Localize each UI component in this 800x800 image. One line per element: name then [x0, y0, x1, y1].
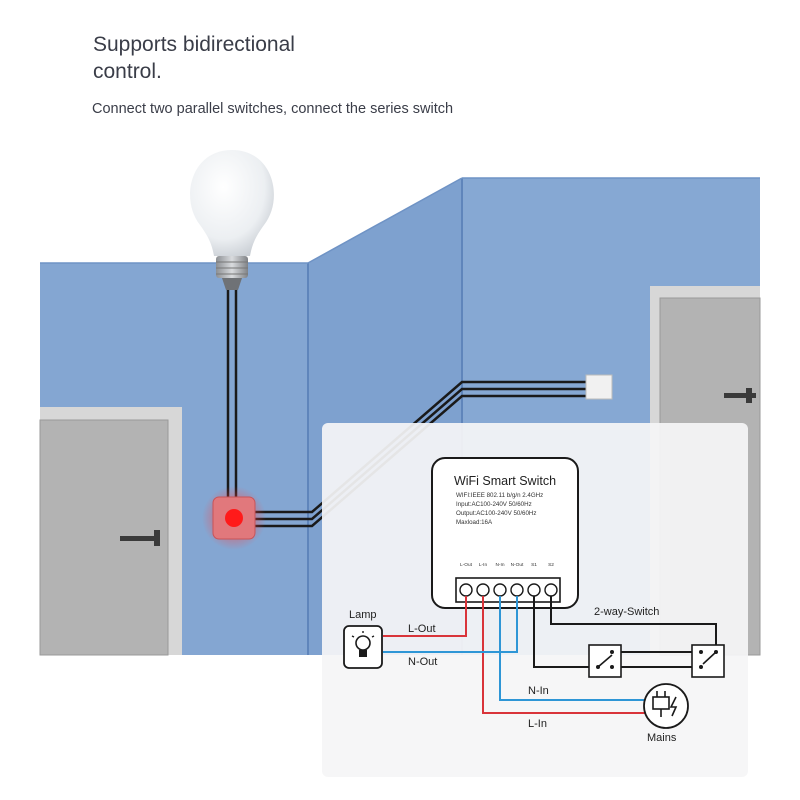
n-out-label: N-Out — [408, 656, 437, 668]
headline-line-1: Supports bidirectional — [93, 33, 295, 56]
left-door-handle — [120, 536, 158, 541]
n-in-wire — [499, 596, 650, 701]
two-way-switch-icon — [691, 644, 725, 678]
right-door-handle — [724, 393, 756, 398]
s2-wire — [550, 596, 717, 648]
terminal-label: L-In — [479, 562, 488, 568]
device-spec: Input:AC100-240V 50/60Hz — [456, 501, 532, 508]
mains-plug-icon — [643, 683, 689, 729]
terminal-block — [455, 577, 561, 603]
lamp-icon — [343, 625, 383, 669]
headline: Supports bidirectional control. — [93, 31, 295, 85]
device-spec: Output:AC100-240V 50/60Hz — [456, 510, 537, 517]
light-bulb-icon — [190, 150, 274, 290]
subheading: Connect two parallel switches, connect t… — [92, 101, 454, 117]
l-in-label: L-In — [528, 718, 547, 730]
lamp-label: Lamp — [349, 609, 377, 621]
left-door — [39, 407, 182, 656]
headline-line-2: control. — [93, 60, 162, 83]
terminal-label: L-Out — [460, 562, 473, 568]
smart-switch-indicator — [202, 486, 266, 550]
wall-junction-box — [585, 374, 613, 400]
terminal-label: S1 — [531, 562, 537, 568]
l-in-wire — [482, 596, 650, 714]
l-out-label: L-Out — [408, 623, 436, 635]
n-out-wire — [383, 596, 518, 653]
terminal-label: N-Out — [511, 562, 524, 568]
two-way-switch-icon — [588, 644, 622, 678]
n-in-label: N-In — [528, 685, 549, 697]
device-spec: Maxload:16A — [456, 519, 493, 526]
mains-label: Mains — [647, 732, 677, 744]
device-title: WiFi Smart Switch — [454, 474, 556, 488]
device-spec: WIFI:IEEE 802.11 b/g/n 2.4GHz — [456, 492, 543, 499]
switch-label: 2-way-Switch — [594, 606, 659, 618]
smart-switch-module: WiFi Smart Switch WIFI:IEEE 802.11 b/g/n… — [431, 457, 579, 609]
terminal-label: S2 — [548, 562, 554, 568]
terminal-label: N-In — [495, 562, 504, 568]
l-out-wire — [383, 596, 467, 637]
s1-wire — [533, 596, 596, 668]
